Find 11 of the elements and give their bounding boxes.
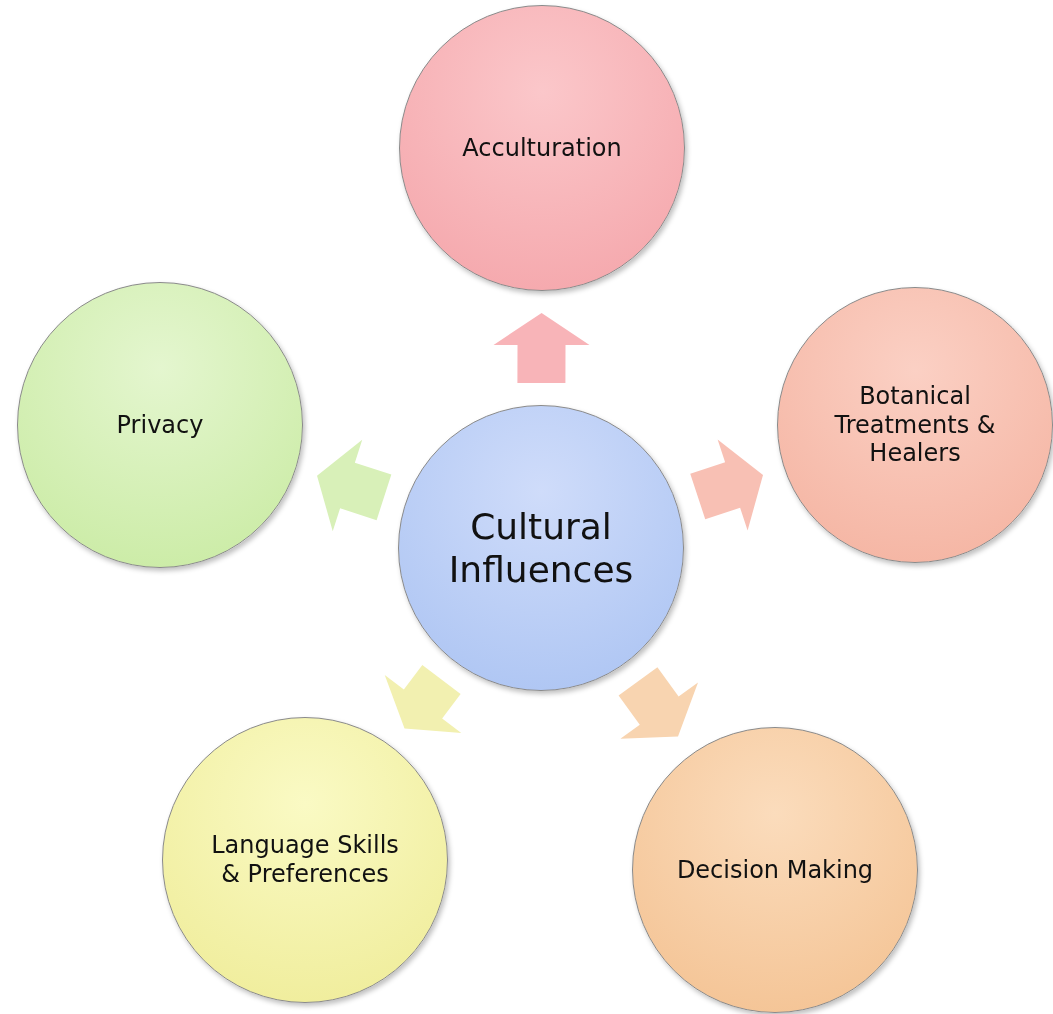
block-arrow	[618, 667, 698, 739]
block-arrow	[384, 665, 462, 733]
node-label: Botanical Treatments & Healers	[833, 381, 997, 469]
node-label: Cultural Influences	[447, 504, 635, 592]
node-label: Language Skills & Preferences	[210, 831, 400, 889]
block-arrow	[317, 439, 392, 532]
node-label: Decision Making	[676, 855, 874, 885]
node-label: Privacy	[116, 410, 204, 440]
node-label: Acculturation	[462, 133, 622, 163]
block-arrow	[493, 313, 590, 384]
block-arrow	[690, 439, 763, 531]
